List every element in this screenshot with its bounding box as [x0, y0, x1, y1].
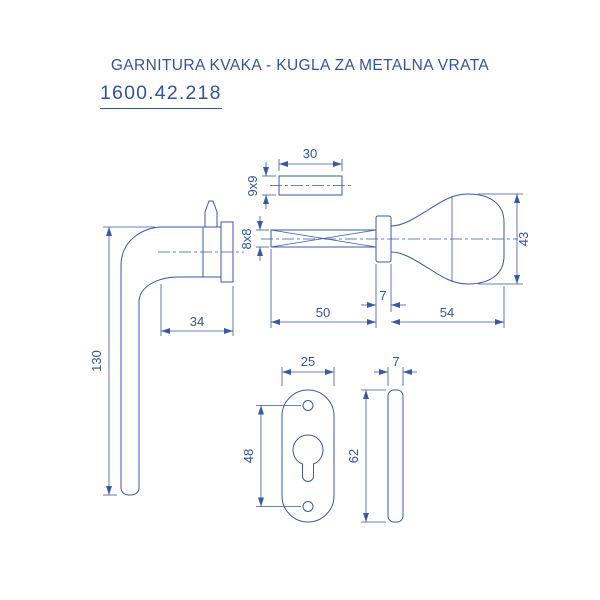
- dim-plate-thickness: 7: [392, 354, 399, 369]
- handle-view: 130 34: [89, 200, 244, 496]
- dim-handle-neck: 34: [190, 314, 204, 329]
- plate-outline: [387, 389, 404, 523]
- rosette-front-view: 25 48: [241, 354, 335, 523]
- dim-spindle-section: 9x9: [245, 176, 260, 197]
- dim-knob-spindle-section: 8x8: [239, 229, 254, 250]
- rosette-outline: [281, 389, 335, 523]
- dim-plate-height: 62: [346, 449, 361, 463]
- dim-spindle-length: 30: [303, 146, 317, 161]
- handle-outline: [120, 226, 203, 496]
- set-screw-outline: [204, 200, 218, 227]
- cylinder-keyhole-cutout: [292, 434, 324, 482]
- screw-hole-bottom: [302, 501, 314, 512]
- knob-outline: [390, 193, 505, 285]
- spindle-view: 30 9x9: [245, 146, 351, 209]
- rosette-side-view: 7 62: [346, 354, 417, 523]
- dim-knob-flange: 7: [379, 288, 386, 303]
- page-title: GARNITURA KVAKA - KUGLA ZA METALNA VRATA: [110, 57, 490, 74]
- dim-rosette-width: 25: [301, 354, 315, 369]
- dim-rosette-hole-spacing: 48: [241, 449, 256, 463]
- knob-view: 8x8 43 7 50 54: [239, 193, 531, 328]
- screw-hole-top: [302, 400, 314, 411]
- dim-knob-length: 54: [440, 305, 454, 320]
- diagonal-line: [270, 229, 377, 248]
- dim-handle-height: 130: [89, 350, 104, 372]
- dim-knob-spindle-length: 50: [316, 305, 330, 320]
- spindle-outline: [278, 175, 343, 196]
- dim-knob-diameter: 43: [516, 232, 531, 246]
- product-code: 1600.42.218: [100, 82, 222, 109]
- handle-rose-outline: [220, 221, 234, 283]
